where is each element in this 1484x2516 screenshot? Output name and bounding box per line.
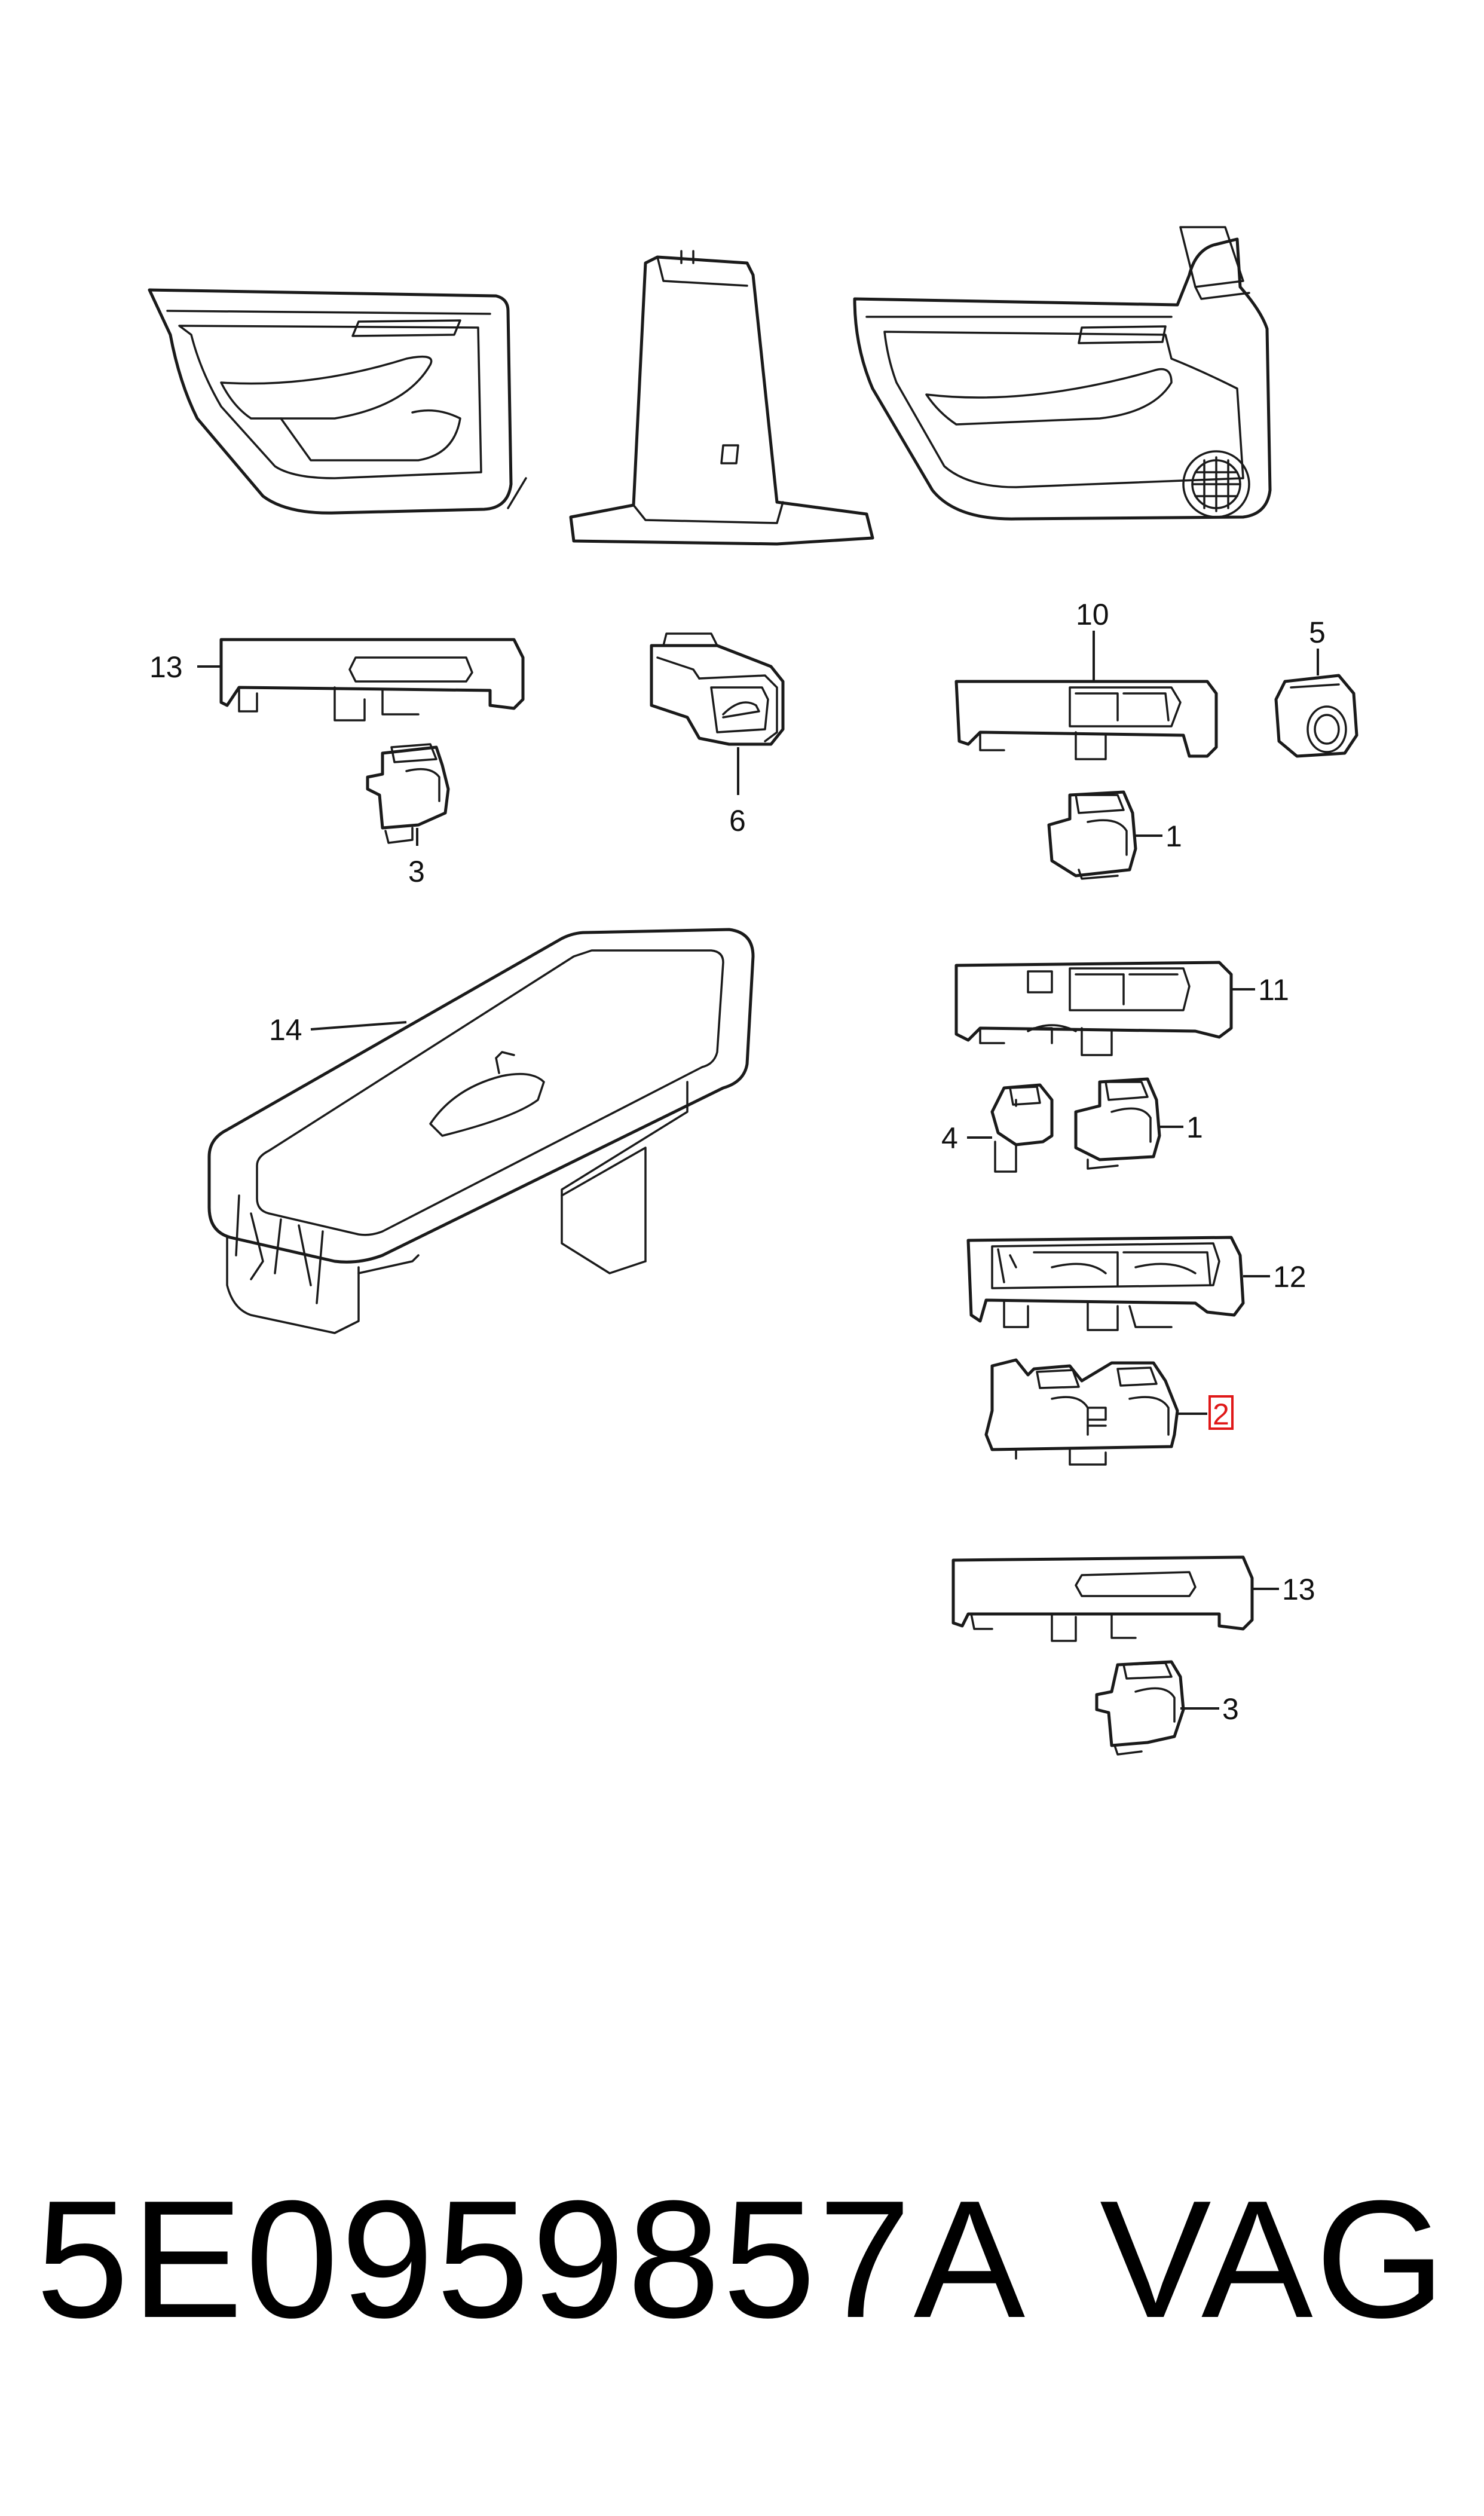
callout-2: 2 <box>1213 1398 1229 1431</box>
switch-trim-10 <box>954 680 1218 760</box>
callout-14: 14 <box>269 1013 302 1047</box>
window-switch-2-double <box>984 1358 1179 1466</box>
callout-5: 5 <box>1309 616 1326 649</box>
callout-3-upper: 3 <box>408 855 425 888</box>
window-switch-14-large <box>207 928 755 1334</box>
callout-10: 10 <box>1076 598 1109 631</box>
callout-11: 11 <box>1258 973 1289 1007</box>
callout-3-lower: 3 <box>1222 1692 1239 1726</box>
callout-4: 4 <box>941 1121 958 1155</box>
front-door-trim-panel <box>853 226 1272 521</box>
switch-trim-12 <box>966 1236 1245 1331</box>
switch-trim-11 <box>954 961 1233 1056</box>
callout-12: 12 <box>1273 1260 1306 1294</box>
callout-2-highlight-box <box>1208 1395 1234 1430</box>
window-switch-1-upper <box>1047 790 1137 880</box>
switch-trim-13-upper <box>219 638 525 722</box>
callout-labels: 13 3 6 10 5 1 14 11 4 1 12 2 13 3 <box>149 598 1326 1726</box>
single-window-switch-3-lower <box>1095 1660 1185 1756</box>
window-switch-1-middle <box>1074 1077 1161 1170</box>
boot-release-switch-6 <box>650 632 785 746</box>
rear-door-trim-panel <box>148 288 527 515</box>
switch-trim-13-lower <box>951 1555 1254 1642</box>
leader-lines <box>197 631 1319 1710</box>
mirror-adjust-switch-5 <box>1274 674 1358 758</box>
callout-1-middle: 1 <box>1186 1111 1203 1144</box>
single-window-switch-3-upper <box>366 743 450 844</box>
callout-6: 6 <box>729 804 746 837</box>
callout-1-upper: 1 <box>1165 820 1182 853</box>
callout-13-lower: 13 <box>1282 1573 1315 1606</box>
brand-name: VAG <box>1100 2166 1448 2353</box>
b-pillar-trim <box>569 250 874 546</box>
part-number: 5E0959857A <box>36 2166 1028 2353</box>
leader-14 <box>310 1021 407 1031</box>
single-switch-4 <box>990 1083 1054 1173</box>
callout-13-upper: 13 <box>149 650 183 684</box>
